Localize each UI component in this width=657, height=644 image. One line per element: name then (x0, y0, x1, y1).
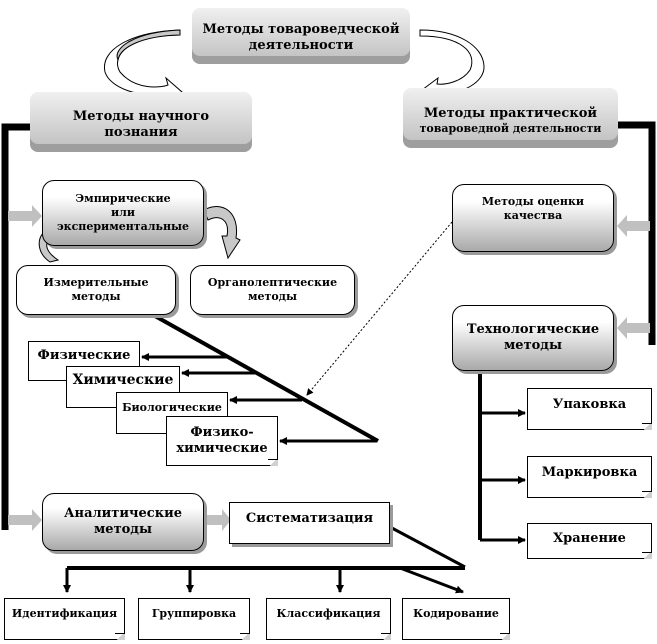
node-identification-label: Идентификация (11, 607, 118, 620)
node-analytical[interactable]: Аналитические методы (42, 493, 204, 551)
node-root[interactable]: Методы товароведческой деятельности (192, 8, 410, 64)
node-practical-line2: товароведной деятельности (419, 122, 602, 136)
node-measuring[interactable]: Измерительные методы (16, 265, 176, 315)
right-main-bracket (615, 121, 656, 345)
node-technological-line2: методы (504, 338, 562, 353)
node-physico-chemical-line2: химические (176, 441, 268, 456)
node-grouping[interactable]: Группировка (138, 598, 250, 640)
node-coding-label: Кодирование (413, 607, 499, 620)
node-scientific-line1: Методы научного (72, 108, 210, 124)
node-practical-line1: Методы практической (423, 106, 598, 121)
node-physical-label: Физические (37, 348, 131, 363)
node-organoleptic[interactable]: Органолептические методы (190, 265, 355, 315)
node-storage[interactable]: Хранение (527, 523, 652, 559)
node-empirical[interactable]: Эмпирические или экспериментальные (42, 180, 204, 246)
left-main-bracket (1, 123, 32, 530)
node-biological-label: Биологические (122, 401, 222, 414)
block-arrow-to-technological (617, 317, 650, 339)
node-scientific-line2: познания (104, 125, 178, 140)
node-physico-chemical[interactable]: Физико- химические (166, 416, 278, 466)
node-practical[interactable]: Методы практической товароведной деятель… (403, 88, 618, 148)
curved-arrow-left-icon (103, 29, 183, 101)
node-technological[interactable]: Технологические методы (452, 305, 614, 371)
node-labeling[interactable]: Маркировка (527, 456, 652, 498)
node-packaging[interactable]: Упаковка (527, 388, 652, 430)
node-empirical-line2: или (110, 206, 136, 220)
node-organoleptic-line1: Органолептические (207, 276, 338, 290)
measuring-diagonal-line (154, 314, 379, 443)
node-organoleptic-line2: методы (247, 290, 298, 303)
node-scientific[interactable]: Методы научного познания (30, 92, 252, 152)
block-arrow-to-empirical (8, 205, 42, 227)
node-chemical-label: Химические (72, 372, 174, 388)
node-analytical-line2: методы (94, 522, 152, 537)
node-classification-label: Классификация (276, 607, 381, 620)
node-empirical-line3: экспериментальные (56, 219, 190, 233)
node-classification[interactable]: Классификация (266, 598, 391, 640)
node-analytical-line1: Аналитические (63, 505, 183, 521)
block-arrow-to-systematization (204, 509, 231, 531)
node-packaging-label: Упаковка (552, 397, 627, 412)
node-systematization-label: Систематизация (245, 511, 374, 526)
node-physico-chemical-line1: Физико- (190, 424, 254, 440)
node-quality[interactable]: Методы оценки качества (452, 184, 614, 252)
node-measuring-line1: Измерительные (43, 276, 149, 290)
node-systematization[interactable]: Систематизация (229, 502, 390, 544)
node-coding[interactable]: Кодирование (402, 598, 510, 640)
curved-arrow-empirical-to-organoleptic-icon (203, 206, 241, 260)
node-root-line1: Методы товароведческой (202, 21, 400, 37)
node-empirical-line1: Эмпирические (75, 192, 171, 206)
node-measuring-line2: методы (71, 290, 121, 303)
node-quality-line2: качества (503, 208, 563, 222)
node-grouping-label: Группировка (151, 607, 237, 620)
dotted-link-quality-to-measuring (306, 221, 453, 396)
node-storage-label: Хранение (553, 531, 626, 546)
block-arrow-to-analytical (8, 509, 42, 531)
node-technological-line1: Технологические (466, 321, 600, 337)
node-quality-line1: Методы оценки (481, 195, 585, 208)
block-arrow-to-quality (617, 215, 650, 237)
node-labeling-label: Маркировка (541, 465, 638, 480)
node-identification[interactable]: Идентификация (4, 598, 125, 640)
node-root-line2: деятельности (248, 38, 354, 53)
